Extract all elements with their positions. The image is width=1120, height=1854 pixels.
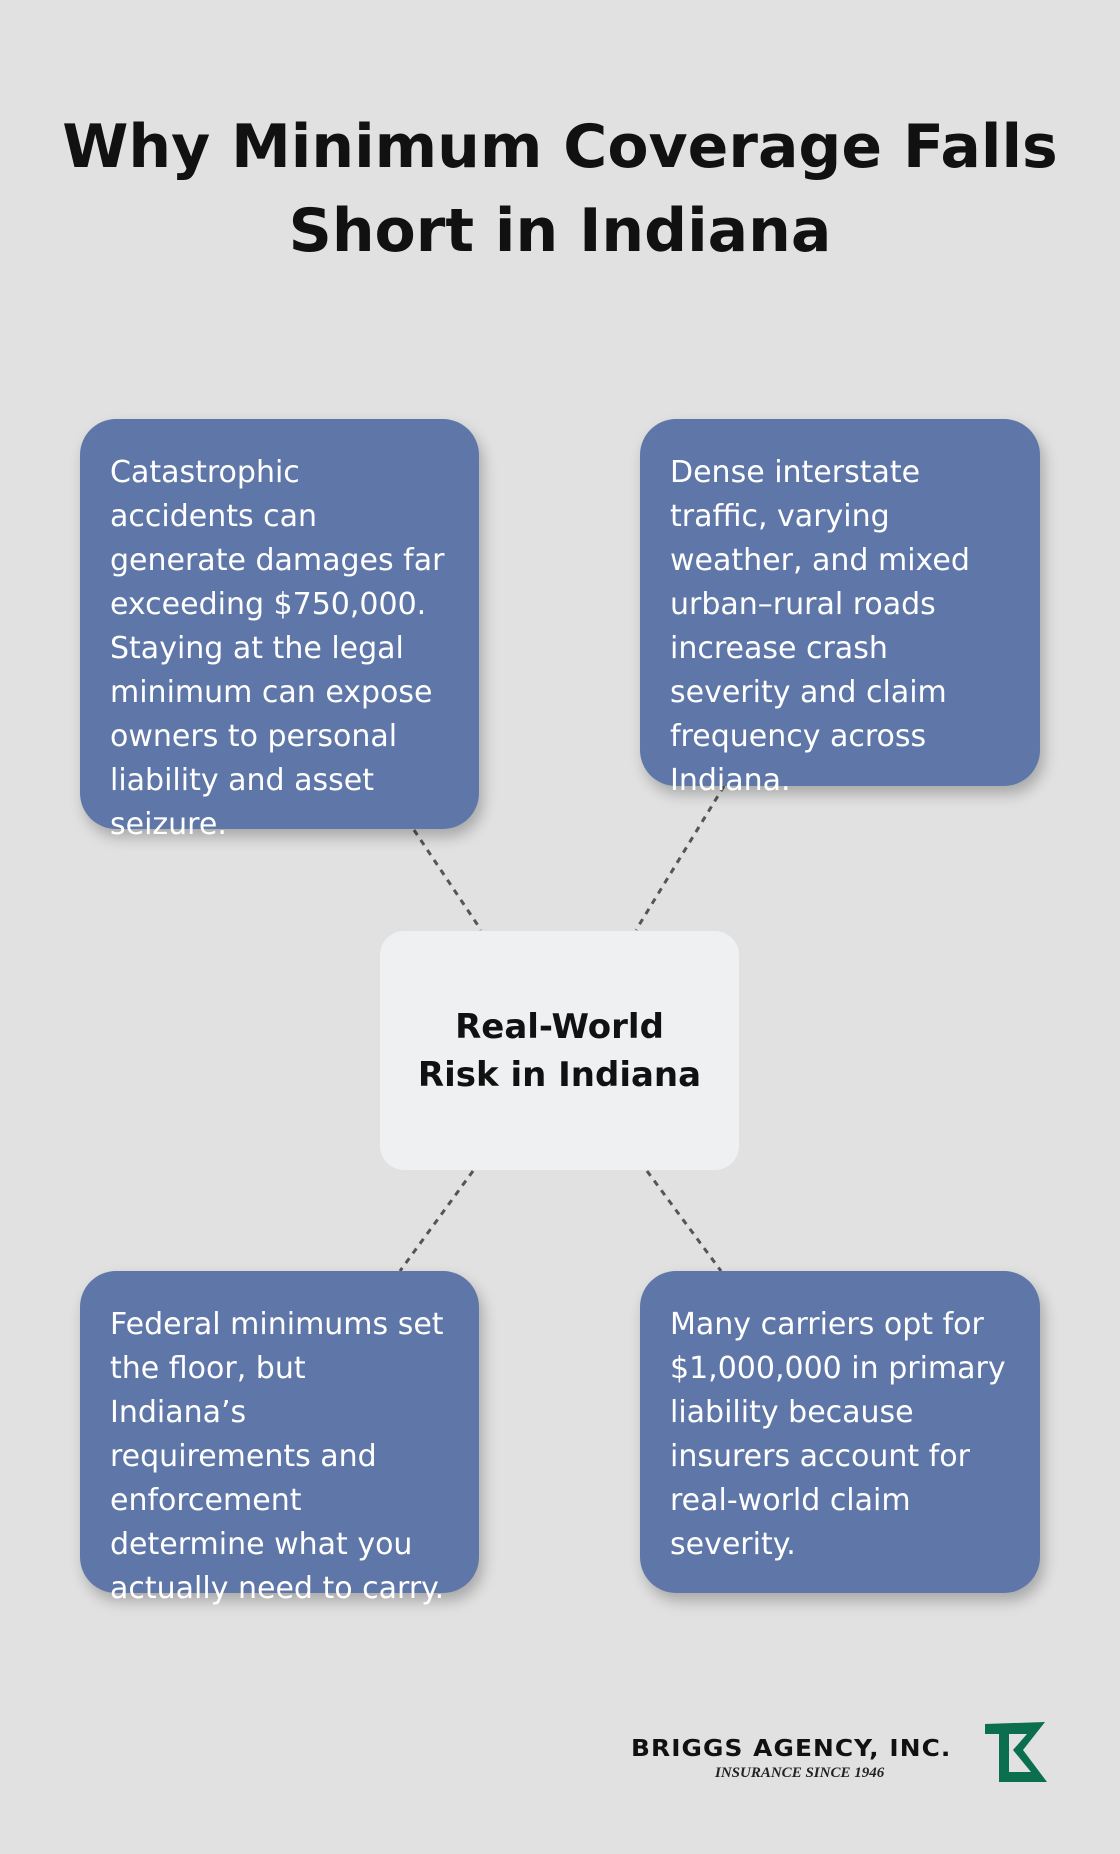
logo-mark-icon <box>985 1722 1047 1782</box>
briggs-agency-logo: BRIGGS AGENCY, INC. INSURANCE SINCE 1946 <box>627 1718 1057 1790</box>
info-box-catastrophic-accidents: Catastrophic accidents can generate dama… <box>80 419 479 842</box>
info-box-carrier-liability: Many carriers opt for $1,000,000 in prim… <box>640 1271 1040 1593</box>
logo-name: BRIGGS AGENCY, INC. <box>631 1736 952 1762</box>
connector-top-left <box>412 829 483 931</box>
title-line-2: Short in Indiana <box>288 196 832 266</box>
center-node: Real-World Risk in Indiana <box>380 931 739 1170</box>
info-box-traffic-conditions: Dense interstate traffic, varying weathe… <box>640 419 1040 798</box>
box-text: Dense interstate traffic, varying weathe… <box>670 455 970 798</box>
logo-tagline: INSURANCE SINCE 1946 <box>715 1765 885 1781</box>
box-text: Federal minimums set the floor, but Indi… <box>110 1307 445 1606</box>
connector-bottom-right <box>645 1170 723 1272</box>
connector-top-right <box>634 785 726 931</box>
connector-bottom-left <box>398 1170 475 1272</box>
box-text: Many carriers opt for $1,000,000 in prim… <box>670 1307 1006 1562</box>
center-label: Real-World Risk in Indiana <box>417 1006 702 1095</box>
page-title: Why Minimum Coverage Falls Short in Indi… <box>0 105 1120 273</box>
box-text: Catastrophic accidents can generate dama… <box>110 455 445 842</box>
info-box-federal-minimums: Federal minimums set the floor, but Indi… <box>80 1271 479 1606</box>
title-line-1: Why Minimum Coverage Falls <box>62 112 1058 182</box>
